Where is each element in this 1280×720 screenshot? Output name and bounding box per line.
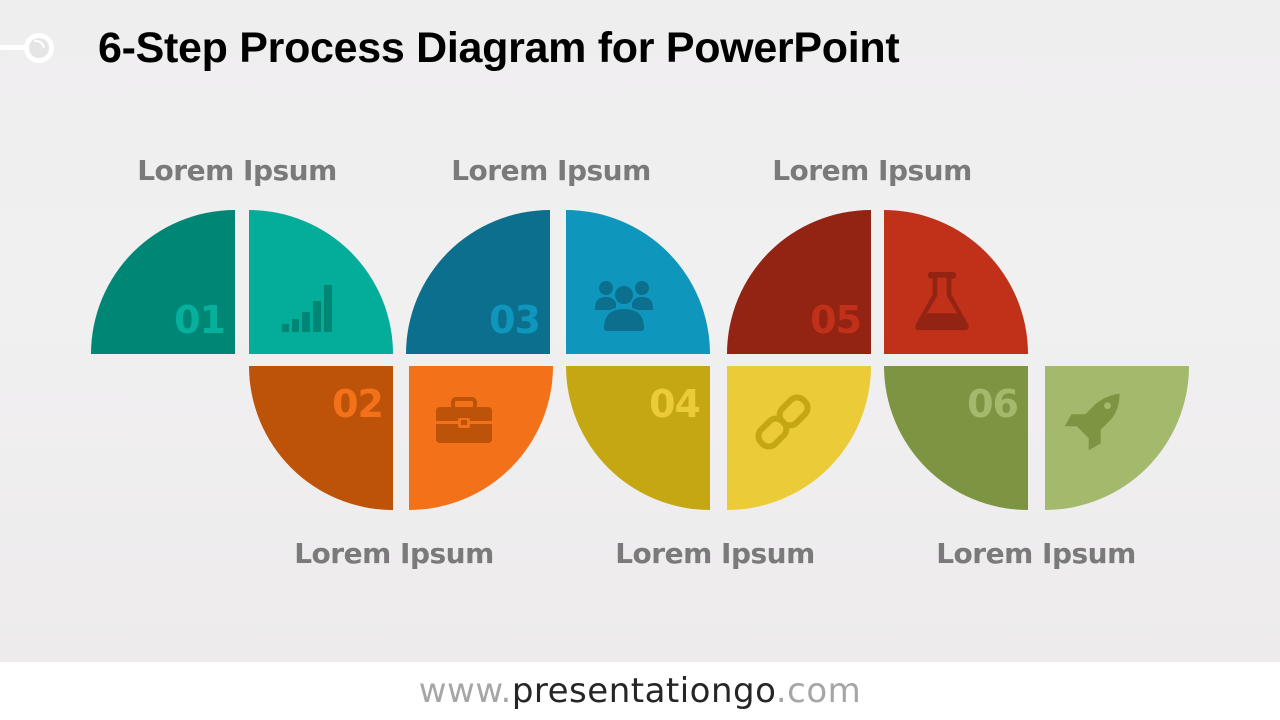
step-1-icon-segment <box>249 210 393 354</box>
footer-website: www.presentationgo.com <box>0 662 1280 720</box>
step-3-label: Lorem Ipsum <box>451 154 651 187</box>
briefcase-icon <box>436 397 492 443</box>
slide-canvas: 6-Step Process Diagram for PowerPoint Lo… <box>0 0 1280 662</box>
step-2-number-segment: 02 <box>249 366 393 510</box>
step-5-number: 05 <box>810 298 862 342</box>
step-2-number: 02 <box>332 382 384 426</box>
step-5-icon-segment <box>884 210 1028 354</box>
page-title: 6-Step Process Diagram for PowerPoint <box>98 24 900 72</box>
step-5-label: Lorem Ipsum <box>772 154 972 187</box>
step-6-number: 06 <box>967 382 1019 426</box>
footer-brand: presentationgo <box>511 671 776 711</box>
footer-suffix: .com <box>775 671 862 711</box>
step-6-icon-segment <box>1045 366 1189 510</box>
link-icon <box>755 394 811 450</box>
footer-prefix: www. <box>418 671 512 711</box>
flask-icon <box>915 272 969 331</box>
rocket-icon <box>1064 393 1120 451</box>
step-1-label: Lorem Ipsum <box>137 154 337 187</box>
users-icon <box>595 281 653 333</box>
step-3-number-segment: 03 <box>406 210 550 354</box>
step-4-label: Lorem Ipsum <box>615 537 815 570</box>
step-1-number: 01 <box>174 298 226 342</box>
step-1-number-segment: 01 <box>91 210 235 354</box>
step-2-label: Lorem Ipsum <box>294 537 494 570</box>
step-3-number: 03 <box>489 298 541 342</box>
bar-chart-icon <box>282 285 332 332</box>
step-2-icon-segment <box>409 366 553 510</box>
step-4-icon-segment <box>727 366 871 510</box>
step-6-label: Lorem Ipsum <box>936 537 1136 570</box>
step-4-number: 04 <box>649 382 701 426</box>
step-4-number-segment: 04 <box>566 366 710 510</box>
step-3-icon-segment <box>566 210 710 354</box>
step-5-number-segment: 05 <box>727 210 871 354</box>
step-6-number-segment: 06 <box>884 366 1028 510</box>
pin-icon <box>0 33 54 63</box>
